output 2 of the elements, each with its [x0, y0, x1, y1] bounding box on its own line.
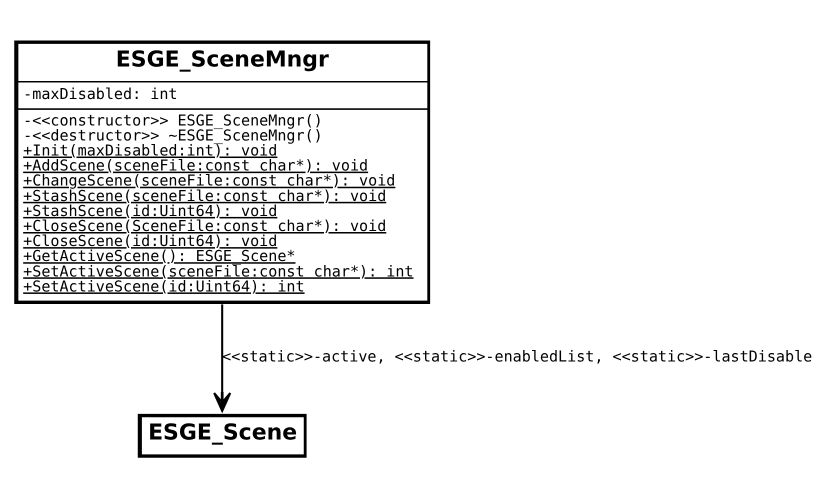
arrow — [213, 304, 232, 412]
edge-label: <<static>>-active, <<static>>-enabledList, <<static>>-lastDisable — [222, 346, 812, 365]
